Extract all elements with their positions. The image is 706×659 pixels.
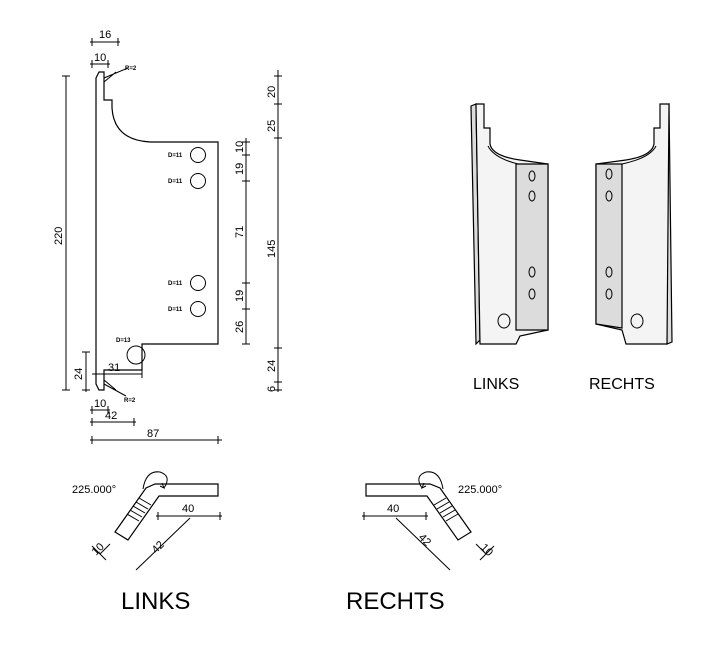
dim-outer: 24	[266, 360, 278, 372]
dim-31: 31	[108, 362, 120, 374]
hole-label: D=13	[116, 338, 131, 344]
hole-circle-large	[126, 345, 146, 365]
dim-220: 220	[53, 227, 65, 245]
dim-outer: 145	[266, 240, 278, 258]
hole-label: D=11	[168, 153, 183, 159]
dim-10-bottom: 10	[94, 398, 106, 410]
left-dimensions: 220 24	[53, 75, 90, 392]
outer-vertical-dimensions: 20 25 145 24 6	[266, 70, 282, 392]
radius-bottom: R=2	[124, 398, 136, 404]
bend-dim-10: 10	[90, 541, 107, 558]
label-3d-rechts: RECHTS	[589, 376, 655, 393]
hole-label: D=11	[168, 307, 183, 313]
bend-angle: 225.000°	[458, 484, 502, 496]
label-bend-links: LINKS	[121, 588, 190, 615]
dim-outer: 25	[266, 120, 278, 132]
dim-24-left: 24	[73, 368, 85, 380]
hole-circle	[190, 275, 206, 291]
dim-outer: 20	[266, 86, 278, 98]
flat-pattern-profile	[95, 67, 219, 397]
dim-inner: 71	[234, 226, 246, 238]
inner-vertical-dimensions: 10 19 71 19 26	[234, 138, 250, 345]
radius-top: R=2	[125, 66, 137, 72]
top-dimensions: 16 10 R=2	[90, 29, 137, 72]
hole-labels: D=11 D=11 D=11 D=11 D=13	[116, 153, 183, 344]
hole-label: D=11	[168, 179, 183, 185]
hole-circle	[190, 301, 206, 317]
bend-dim-40: 40	[182, 503, 194, 515]
bend-angle: 225.000°	[72, 484, 116, 496]
bottom-dimensions: 31 10 R=2 42 87	[90, 362, 222, 444]
dim-inner: 19	[234, 163, 246, 175]
hole-circle	[190, 147, 206, 163]
dim-inner: 19	[234, 290, 246, 302]
dim-outer: 6	[266, 386, 278, 392]
holes	[126, 147, 206, 365]
bend-view-rechts: 225.000° 40 42 10	[362, 471, 502, 571]
dim-inner: 26	[234, 321, 246, 333]
bracket-3d-left	[470, 103, 549, 346]
bend-dim-40: 40	[387, 503, 399, 515]
dim-inner: 10	[234, 141, 246, 153]
bend-dim-42: 42	[416, 532, 433, 549]
bend-dim-42: 42	[150, 539, 167, 556]
dim-16: 16	[99, 29, 111, 41]
bracket-3d-right	[595, 103, 673, 345]
dim-87: 87	[147, 428, 159, 440]
bend-view-links: 225.000° 40 42 10	[72, 471, 222, 571]
label-3d-links: LINKS	[473, 376, 519, 393]
label-bend-rechts: RECHTS	[346, 588, 445, 615]
hole-label: D=11	[168, 281, 183, 287]
hole-circle	[190, 173, 206, 189]
dim-42: 42	[105, 410, 117, 422]
bend-dim-10: 10	[478, 542, 495, 559]
dim-10-top: 10	[94, 52, 106, 64]
